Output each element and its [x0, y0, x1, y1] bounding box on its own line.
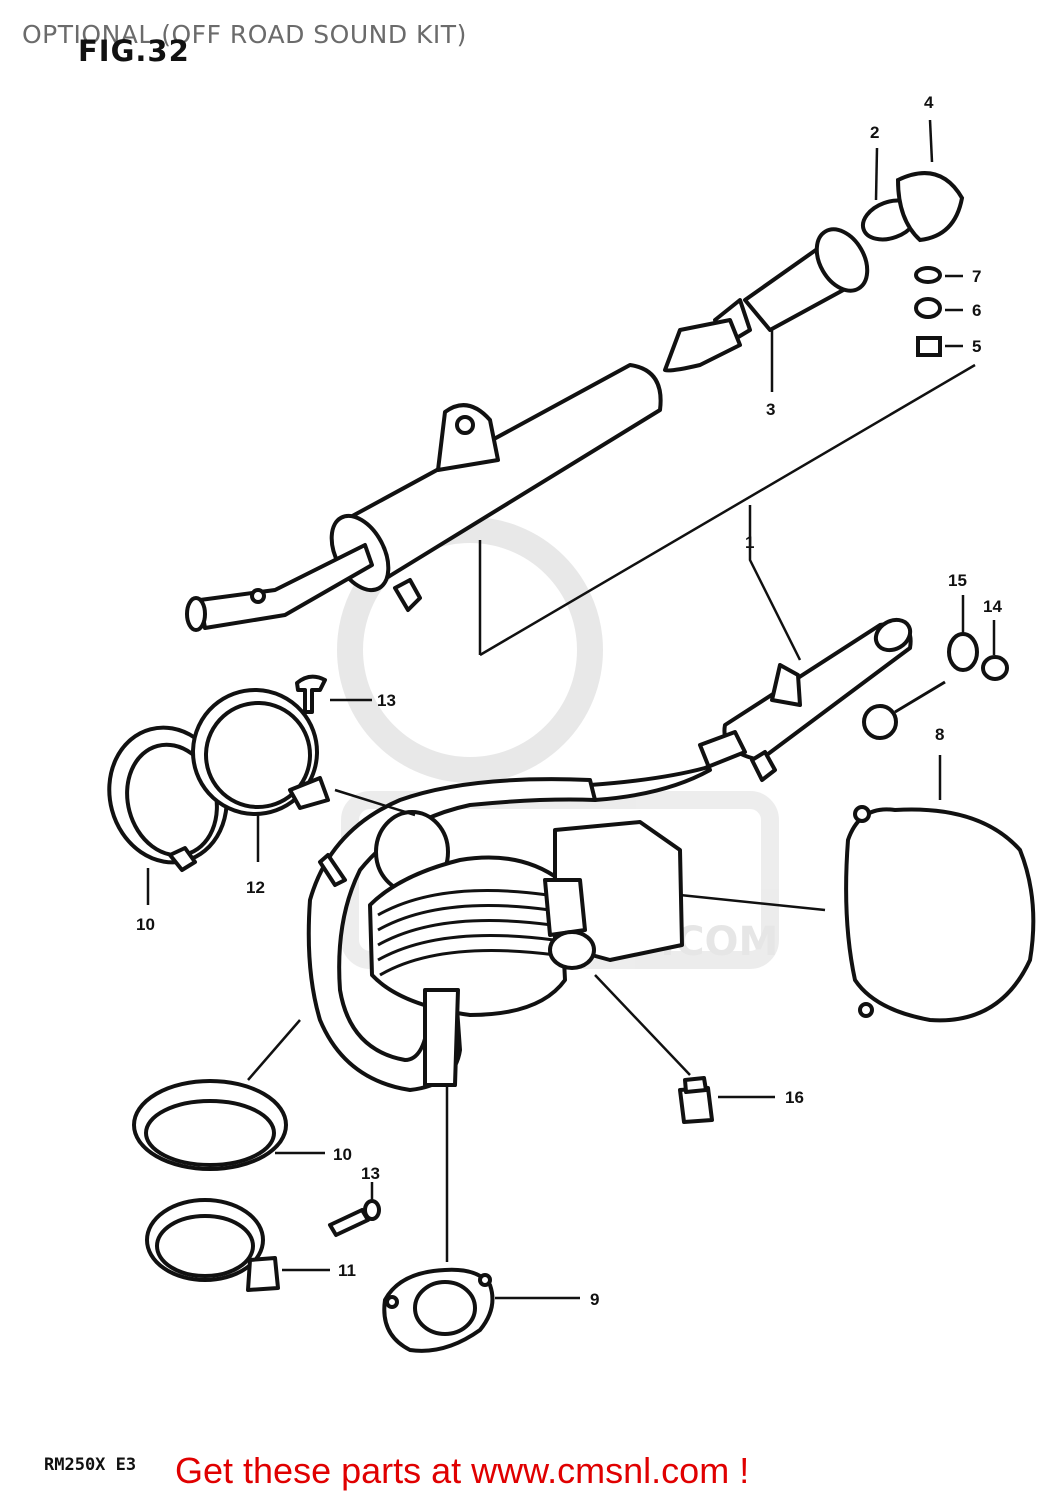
callout-7: 7	[972, 267, 981, 286]
leader-lines	[146, 119, 996, 1300]
engine-cylinder	[368, 820, 684, 1087]
flange-and-bolt	[382, 1076, 714, 1353]
figure-label: FIG.32	[78, 34, 190, 68]
nut-14	[981, 655, 1009, 681]
callout-14: 14	[983, 597, 1002, 616]
callout-13-upper: 13	[377, 691, 396, 710]
callout-9: 9	[590, 1290, 599, 1309]
callout-5: 5	[972, 337, 981, 356]
callout-6: 6	[972, 301, 981, 320]
page-title: OPTIONAL (OFF ROAD SOUND KIT)	[22, 20, 467, 49]
callout-3: 3	[766, 400, 775, 419]
callout-1: 1	[745, 533, 754, 552]
callout-13-lower: 13	[361, 1164, 380, 1183]
callout-numbers: 4 2 7 6 5 3 1 15 14 13 8 12 10 16 10 13 …	[136, 93, 1002, 1309]
airbox-cover	[844, 805, 1036, 1023]
get-parts-link[interactable]: Get these parts at www.cmsnl.com !	[175, 1450, 750, 1491]
callout-11: 11	[338, 1261, 356, 1280]
callout-15: 15	[948, 571, 967, 590]
callout-10-upper: 10	[136, 915, 155, 934]
lock-washer	[914, 297, 942, 319]
callout-8: 8	[935, 725, 944, 744]
washer-15	[947, 632, 979, 672]
callout-4: 4	[924, 93, 934, 112]
clamps	[107, 674, 381, 1292]
plug-ball	[862, 704, 898, 740]
model-code: RM250X E3	[44, 1455, 137, 1475]
callout-2: 2	[870, 123, 879, 142]
upper-silencer	[185, 227, 870, 632]
callout-10-lower: 10	[333, 1145, 352, 1164]
end-cap	[895, 171, 965, 243]
washer	[914, 266, 942, 284]
callout-12: 12	[246, 878, 265, 897]
bolt	[916, 336, 942, 357]
callout-16: 16	[785, 1088, 804, 1107]
small-parts	[860, 171, 1009, 740]
